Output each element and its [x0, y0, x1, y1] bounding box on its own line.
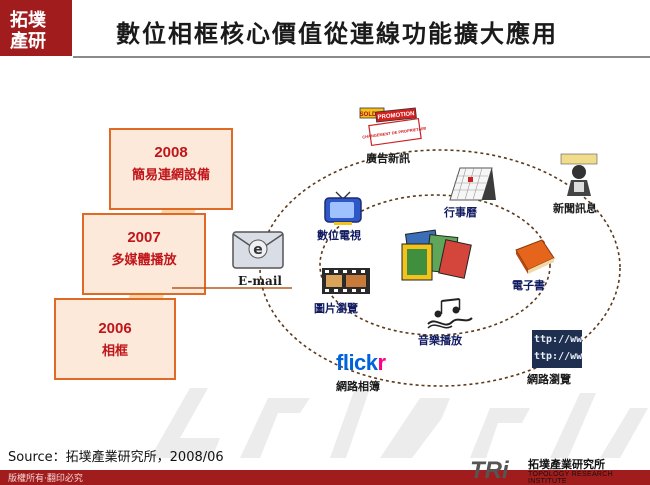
- title-divider: [73, 56, 650, 58]
- digital-tv-label: 數位電視: [317, 229, 361, 242]
- news-anchor-icon: [560, 153, 598, 196]
- logo-line2: 產研: [10, 30, 46, 50]
- tri-subtitle: TOPOLOGY RESEARCH INSTITUTE: [528, 471, 613, 485]
- stage-2008: 2008 簡易連網設備: [109, 128, 233, 210]
- calendar-label: 行事曆: [444, 206, 477, 219]
- outer-orbit: [259, 149, 621, 387]
- ebook-icon: [515, 239, 555, 274]
- photo-frames-icon: [401, 229, 472, 281]
- page-title: 數位相框核心價值從連線功能擴大應用: [116, 19, 558, 48]
- stage-2007: 2007 多媒體播放: [82, 213, 206, 295]
- flickr-part2: r: [377, 350, 387, 375]
- footer-bar: [0, 470, 650, 485]
- logo-box: 拓墣 產研: [0, 0, 72, 56]
- email-label: E-mail: [238, 274, 282, 288]
- inner-orbit: [319, 194, 551, 336]
- stage-year: 2008: [154, 144, 188, 161]
- browser-url-line: ttp://ww: [534, 351, 582, 362]
- browser-screen-icon: ttp://ww ttp://ww: [532, 330, 582, 368]
- film-strip-icon: [322, 268, 370, 294]
- stage-label: 多媒體播放: [111, 253, 177, 268]
- ads-label: 廣告新訊: [366, 152, 410, 165]
- photo-browse-label: 圖片瀏覽: [314, 302, 358, 315]
- email-icon: e: [232, 231, 284, 269]
- web-browse-label: 網路瀏覽: [527, 373, 571, 386]
- tri-mark: TRi: [470, 457, 510, 482]
- tri-logo-icon: TRi: [470, 457, 510, 482]
- flickr-part1: flick: [336, 350, 378, 375]
- watermark-icon: [150, 388, 648, 458]
- ads-sign-mid: PROMOTION: [377, 111, 414, 121]
- music-label: 音樂播放: [418, 334, 462, 347]
- news-label: 新聞訊息: [553, 202, 597, 215]
- tri-name: 拓墣產業研究所: [528, 458, 605, 471]
- music-notes-icon: [427, 298, 473, 329]
- stage-label: 簡易連網設備: [131, 168, 210, 183]
- stage-year: 2007: [127, 229, 161, 246]
- ebook-label: 電子書: [512, 279, 545, 292]
- copyright-text: 版權所有‧翻印必究: [8, 474, 83, 484]
- topology-logo-icon: 拓墣 產研: [10, 9, 46, 50]
- tv-icon: [324, 191, 362, 225]
- stage-year: 2006: [98, 320, 132, 337]
- browser-url-line: ttp://ww: [534, 334, 582, 345]
- email-letter: e: [253, 242, 263, 258]
- stage-label: 相框: [101, 344, 128, 359]
- source-note: Source：拓墣產業研究所，2008/06: [8, 450, 224, 465]
- web-album-label: 網路相簿: [336, 380, 380, 393]
- flickr-logo-icon: flickr: [336, 350, 386, 376]
- logo-line1: 拓墣: [10, 9, 46, 31]
- calendar-icon: [449, 167, 496, 201]
- ads-sign-icon: SOLDES PROMOTION CHANGEMENT DE PROPRIETA…: [359, 107, 426, 147]
- ads-sign-top: SOLDES: [360, 112, 385, 118]
- stage-2006: 2006 相框: [54, 298, 176, 380]
